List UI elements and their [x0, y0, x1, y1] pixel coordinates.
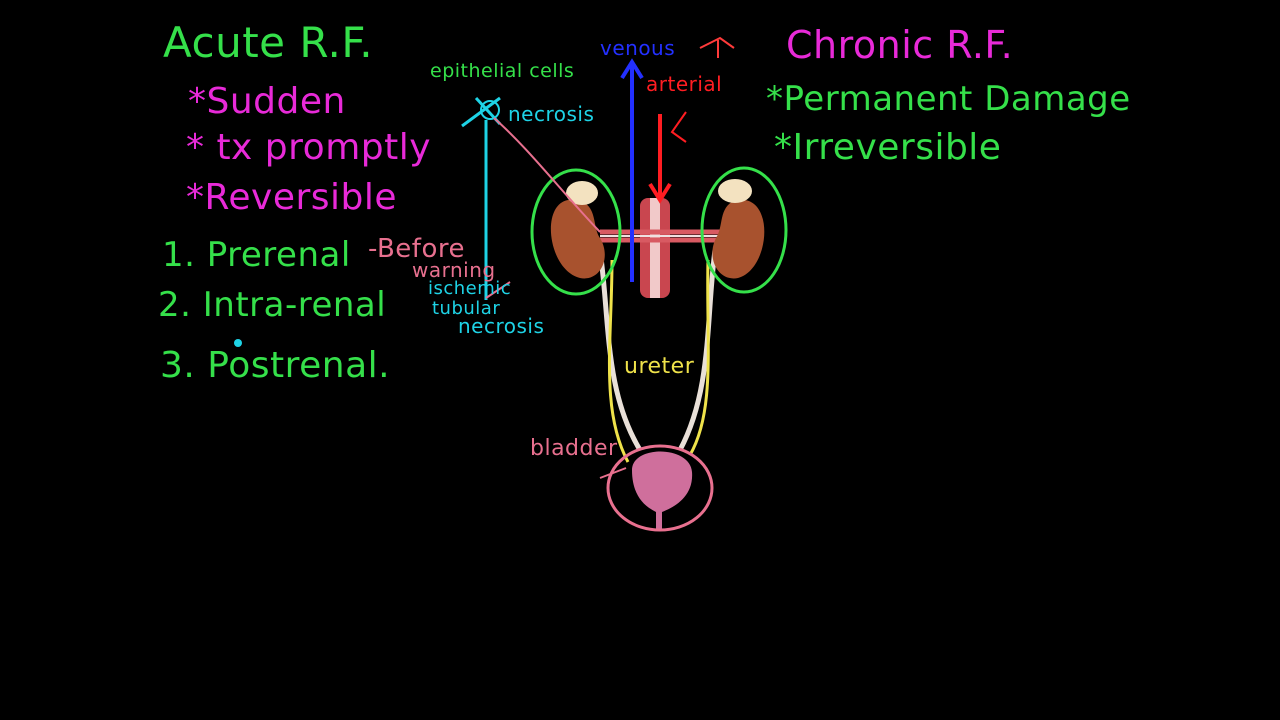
cause-intrarenal: 2. Intra-renal [158, 285, 387, 325]
acute-title: Acute R.F. [163, 18, 374, 67]
prerenal-note: -Before [368, 234, 465, 264]
bladder-label: bladder [530, 436, 618, 461]
left-kidney [550, 200, 605, 279]
arterial-label: arterial [646, 72, 723, 96]
epithelial-cells-label: epithelial cells [430, 60, 575, 82]
chronic-point-irreversible: *Irreversible [774, 127, 1002, 168]
acute-point-treat: * tx promptly [186, 127, 432, 168]
ureter-label: ureter [624, 354, 695, 379]
necrosis-label: necrosis [508, 102, 595, 126]
chronic-title: Chronic R.F. [786, 23, 1014, 67]
bladder-circle [606, 444, 714, 532]
chronic-point-permanent: *Permanent Damage [766, 79, 1131, 119]
left-adrenal [566, 181, 598, 205]
cause-prerenal: 1. Prerenal [162, 235, 351, 275]
cause-postrenal: 3. Postrenal. [160, 345, 391, 386]
right-ureter [677, 249, 718, 452]
epithelial-pointer [493, 117, 601, 233]
venous-label: venous [600, 36, 676, 60]
right-adrenal [718, 179, 752, 203]
bladder [632, 451, 693, 530]
vena-cava [650, 198, 660, 298]
acute-point-reversible: *Reversible [186, 177, 398, 218]
cyan-dot [234, 339, 242, 347]
right-kidney [712, 200, 765, 279]
intrarenal-ischemic: ischemic [428, 278, 512, 299]
arterial-arrow [648, 114, 672, 204]
intrarenal-tubular: tubular [432, 298, 501, 319]
acute-point-sudden: *Sudden [188, 81, 346, 122]
ureter-highlight [607, 259, 710, 463]
right-kidney-circle [700, 166, 788, 294]
intrarenal-necrosis: necrosis [458, 314, 545, 338]
warning-label: warning [412, 258, 496, 282]
venous-arrow [620, 58, 644, 282]
left-kidney-circle [530, 168, 622, 296]
